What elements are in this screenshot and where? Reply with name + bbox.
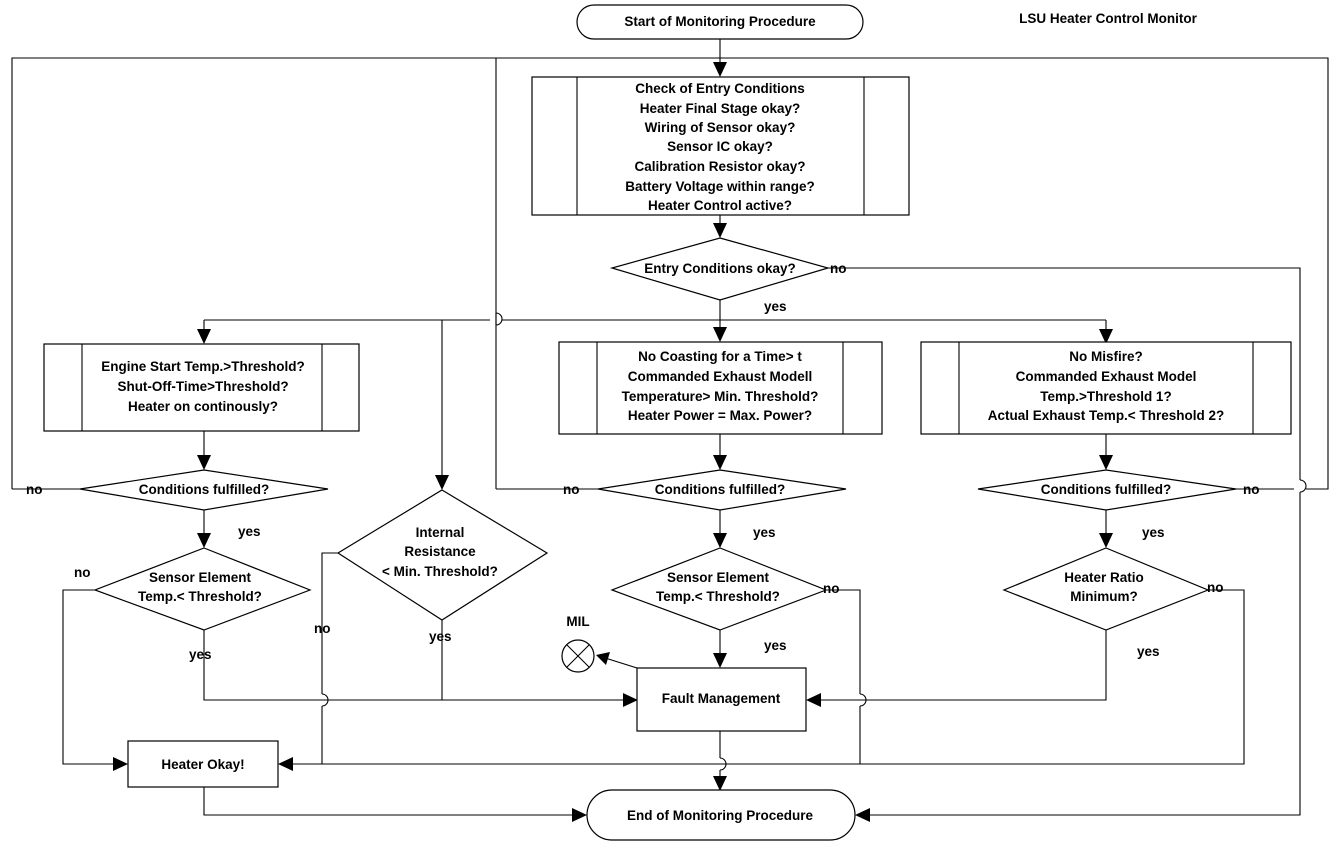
arrow-fault-top: [713, 653, 727, 668]
fault-management-label: Fault Management: [662, 691, 781, 706]
internal-res-line: Internal: [416, 525, 465, 540]
right-cond-line: No Misfire?: [1069, 349, 1143, 364]
entry-check-line: Check of Entry Conditions: [635, 81, 805, 96]
right-conditions-box: [920, 341, 1292, 435]
sensor-mid-line: Temp.< Threshold?: [656, 589, 780, 604]
start-label: Start of Monitoring Procedure: [624, 14, 816, 29]
right-cond-line: Actual Exhaust Temp.< Threshold 2?: [988, 408, 1224, 423]
cond-fulfilled-left-diamond: [79, 469, 329, 511]
mid-cond-line: No Coasting for a Time> t: [638, 349, 802, 364]
arrow-end-top: [713, 776, 727, 791]
arrow-sensor-left: [197, 533, 211, 548]
left-conditions-box: [43, 343, 360, 432]
sensor-left-no-label: no: [74, 565, 91, 580]
texts: LSU Heater Control Monitor Start of Moni…: [26, 11, 1260, 823]
entry-check-box: [531, 76, 910, 216]
sensor-left-yes-label: yes: [189, 647, 212, 662]
arrow-end-left: [572, 808, 587, 822]
cond-fulfilled-right-diamond: [977, 469, 1237, 511]
sensor-left-diamond: [93, 547, 312, 631]
heater-ratio-line: Minimum?: [1070, 589, 1138, 604]
arrow-fault-right: [806, 693, 821, 707]
mid-conditions-box: [558, 341, 883, 435]
heater-okay-label: Heater Okay!: [161, 757, 244, 772]
sensor-mid-line: Sensor Element: [667, 570, 770, 585]
mid-yes-label: yes: [753, 525, 776, 540]
entry-ok-yes-label: yes: [764, 299, 787, 314]
entry-ok-no-label: no: [830, 261, 847, 276]
arrow-mil: [596, 652, 610, 665]
left-no-label: no: [26, 482, 43, 497]
arrow-branch-right: [1099, 329, 1113, 344]
internal-res-yes-label: yes: [429, 629, 452, 644]
mid-cond-line: Temperature> Min. Threshold?: [622, 389, 819, 404]
start-terminator: [576, 4, 864, 40]
cond-fulfilled-mid-label: Conditions fulfilled?: [655, 482, 785, 497]
internal-res-line: < Min. Threshold?: [382, 564, 498, 579]
end-terminator: [586, 789, 856, 841]
fault-management-box: [636, 667, 807, 732]
entry-check-line: Heater Control active?: [648, 198, 792, 213]
arrow-mid-cond: [713, 455, 727, 470]
right-cond-line: Temp.>Threshold 1?: [1040, 389, 1171, 404]
sensor-left-line: Sensor Element: [149, 570, 252, 585]
mid-cond-line: Heater Power = Max. Power?: [628, 408, 812, 423]
right-yes-label: yes: [1142, 525, 1165, 540]
arrow-end-right: [855, 808, 870, 822]
right-no-label: no: [1243, 482, 1260, 497]
arrow-sensor-mid: [713, 533, 727, 548]
entry-check-line: Heater Final Stage okay?: [640, 101, 801, 116]
cond-fulfilled-left-label: Conditions fulfilled?: [139, 482, 269, 497]
entry-check-line: Battery Voltage within range?: [625, 179, 815, 194]
end-label: End of Monitoring Procedure: [627, 808, 813, 823]
heater-okay-box: [127, 740, 279, 788]
left-yes-label: yes: [238, 524, 261, 539]
heater-ratio-yes-label: yes: [1137, 644, 1160, 659]
cond-fulfilled-mid-diamond: [597, 469, 847, 511]
arrow-fault-left: [623, 693, 638, 707]
sensor-mid-yes-label: yes: [764, 638, 787, 653]
arrow-heaterok-right: [278, 757, 293, 771]
mid-no-label: no: [563, 482, 580, 497]
heater-ratio-line: Heater Ratio: [1064, 570, 1144, 585]
left-cond-line: Engine Start Temp.>Threshold?: [101, 359, 304, 374]
entry-ok-diamond: [609, 237, 831, 301]
entry-check-line: Calibration Resistor okay?: [634, 159, 805, 174]
heater-ratio-diamond: [1002, 547, 1210, 631]
arrow-heater-ratio: [1099, 533, 1113, 548]
arrow-right-cond: [1099, 455, 1113, 470]
diagram-title: LSU Heater Control Monitor: [1019, 11, 1197, 26]
entry-check-line: Sensor IC okay?: [667, 139, 773, 154]
internal-resistance-diamond: [336, 489, 549, 621]
mil-label: MIL: [566, 614, 589, 629]
sensor-mid-diamond: [610, 547, 828, 631]
internal-res-no-label: no: [314, 621, 331, 636]
connectors: [11, 38, 1329, 816]
mid-cond-line: Commanded Exhaust Modell: [628, 369, 813, 384]
arrow-heaterok-left: [113, 757, 128, 771]
arrow-left-cond: [197, 455, 211, 470]
shapes: [43, 4, 1292, 841]
internal-res-line: Resistance: [404, 544, 476, 559]
arrow-start-entry: [713, 62, 727, 77]
arrowheads: [113, 62, 1113, 822]
arrow-branch-mid: [713, 327, 727, 342]
sensor-left-line: Temp.< Threshold?: [138, 589, 262, 604]
arrow-internal-res: [435, 475, 449, 490]
arrow-entry-diamond: [713, 223, 727, 238]
entry-ok-label: Entry Conditions okay?: [644, 261, 796, 276]
entry-check-line: Wiring of Sensor okay?: [645, 120, 796, 135]
left-cond-line: Heater on continously?: [128, 399, 278, 414]
arrow-branch-left: [197, 329, 211, 344]
heater-ratio-no-label: no: [1207, 580, 1224, 595]
right-cond-line: Commanded Exhaust Model: [1016, 369, 1197, 384]
sensor-mid-no-label: no: [823, 581, 840, 596]
left-cond-line: Shut-Off-Time>Threshold?: [117, 379, 288, 394]
cond-fulfilled-right-label: Conditions fulfilled?: [1041, 482, 1171, 497]
